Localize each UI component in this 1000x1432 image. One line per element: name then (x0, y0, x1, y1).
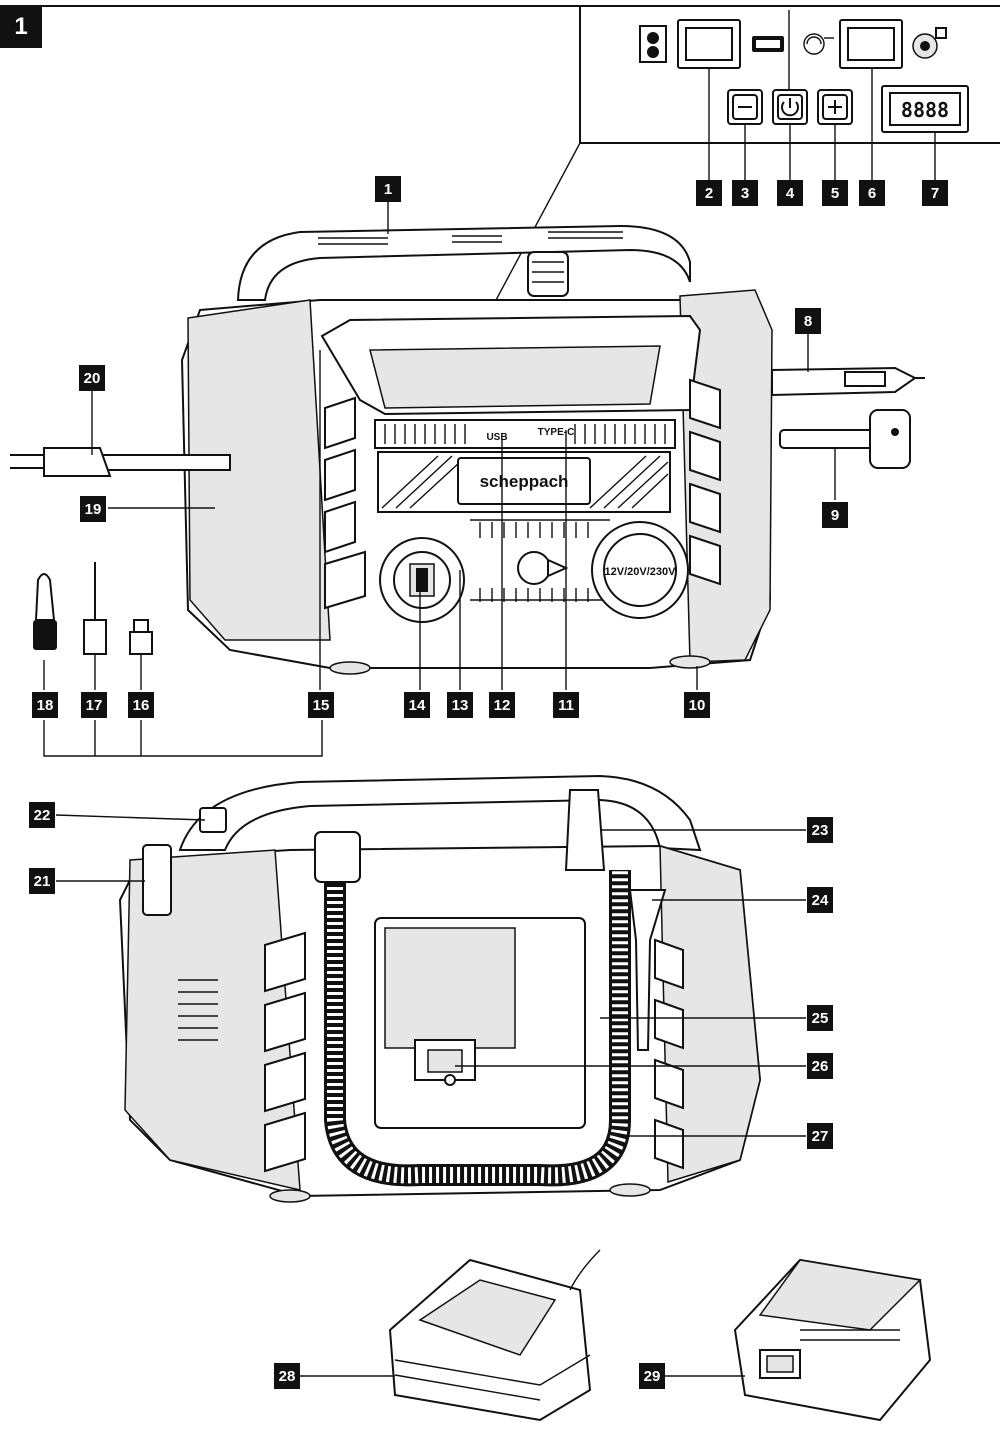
callout-18: 18 (32, 692, 58, 718)
callout-13: 13 (447, 692, 473, 718)
callout-29: 29 (639, 1363, 665, 1389)
right-vent-blocks (689, 378, 721, 586)
front-view-leaders (43, 200, 836, 757)
callout-1: 1 (375, 176, 401, 202)
type-c-port-label: TYPE-C (538, 427, 575, 438)
brand-logo-text: scheppach (480, 472, 569, 491)
rotary-mode-knob (379, 537, 465, 623)
nozzle-accessory-18 (33, 573, 57, 650)
power-cord-plug (10, 447, 231, 477)
battery-bay (374, 917, 586, 1129)
power-button-graphic (772, 89, 808, 125)
foot-left (329, 661, 371, 675)
callout-4: 4 (777, 180, 803, 206)
callout-6: 6 (859, 180, 885, 206)
battery-icon (752, 36, 784, 52)
callout-11: 11 (553, 692, 579, 718)
adapter-nozzle-24 (628, 889, 667, 1051)
flexible-hose (324, 870, 631, 1187)
digital-display: 8888 (881, 85, 969, 133)
handle-grip-ridges (318, 231, 623, 245)
front-view-unit: scheppach USB TYPE-C 12V/20V/230V (10, 224, 925, 675)
brand-band: scheppach (377, 451, 671, 513)
carry-handle (236, 224, 691, 301)
mode-arrows-icon (639, 25, 667, 63)
outlet-socket: 12V/20V/230V (591, 521, 689, 619)
callout-17: 17 (81, 692, 107, 718)
valve-hose-connector (779, 409, 911, 469)
callout-23: 23 (807, 817, 833, 843)
lower-vent-slots (479, 522, 589, 602)
callout-8: 8 (795, 308, 821, 334)
inflation-nozzle-23 (564, 789, 606, 871)
upper-vent-grille (374, 419, 676, 449)
minus-button-graphic (727, 89, 763, 125)
callout-12: 12 (489, 692, 515, 718)
callout-28: 28 (274, 1363, 300, 1389)
control-panel-inset: 8888 (479, 6, 1000, 331)
rear-view-leaders (55, 814, 806, 1137)
callout-7: 7 (922, 180, 948, 206)
callout-25: 25 (807, 1005, 833, 1031)
callout-5: 5 (822, 180, 848, 206)
callout-24: 24 (807, 887, 833, 913)
hose-coupling-left (314, 831, 361, 883)
left-vent-blocks (324, 396, 366, 610)
callout-22: 22 (29, 802, 55, 828)
needle-adapter-17 (83, 562, 107, 655)
left-side-panel (187, 299, 331, 641)
voltage-label: 12V/20V/230V (605, 566, 677, 578)
callout-19: 19 (80, 496, 106, 522)
direction-arrow-icon (517, 551, 569, 585)
callout-2: 2 (696, 180, 722, 206)
left-rocker-switch (677, 19, 741, 69)
callout-16: 16 (128, 692, 154, 718)
figure-number-badge: 1 (0, 6, 42, 48)
tyre-pressure-icon (912, 27, 947, 59)
fan-icon (803, 33, 834, 55)
foot-right (669, 655, 711, 669)
rear-side-grip (178, 979, 218, 1041)
callout-3: 3 (732, 180, 758, 206)
callout-21: 21 (29, 868, 55, 894)
rear-right-vents (654, 938, 684, 1170)
valve-adapter-16 (129, 619, 153, 655)
callout-10: 10 (684, 692, 710, 718)
usb-port-label: USB (486, 432, 507, 443)
rear-handle (178, 774, 702, 852)
callout-15: 15 (308, 692, 334, 718)
callout-20: 20 (79, 365, 105, 391)
car-socket-plug (771, 366, 925, 397)
display-readout: 8888 (901, 98, 949, 122)
right-rocker-switch (839, 19, 903, 69)
rear-left-vents (264, 931, 306, 1173)
battery-charger (388, 1249, 601, 1422)
rear-view-unit (118, 774, 762, 1203)
callout-26: 26 (807, 1053, 833, 1079)
callout-14: 14 (404, 692, 430, 718)
top-nozzle (527, 251, 569, 297)
side-switch-21 (142, 844, 172, 916)
callout-27: 27 (807, 1123, 833, 1149)
battery-pack (733, 1258, 932, 1422)
plus-button-graphic (817, 89, 853, 125)
callout-9: 9 (822, 502, 848, 528)
rear-left-side-panel (124, 849, 301, 1191)
